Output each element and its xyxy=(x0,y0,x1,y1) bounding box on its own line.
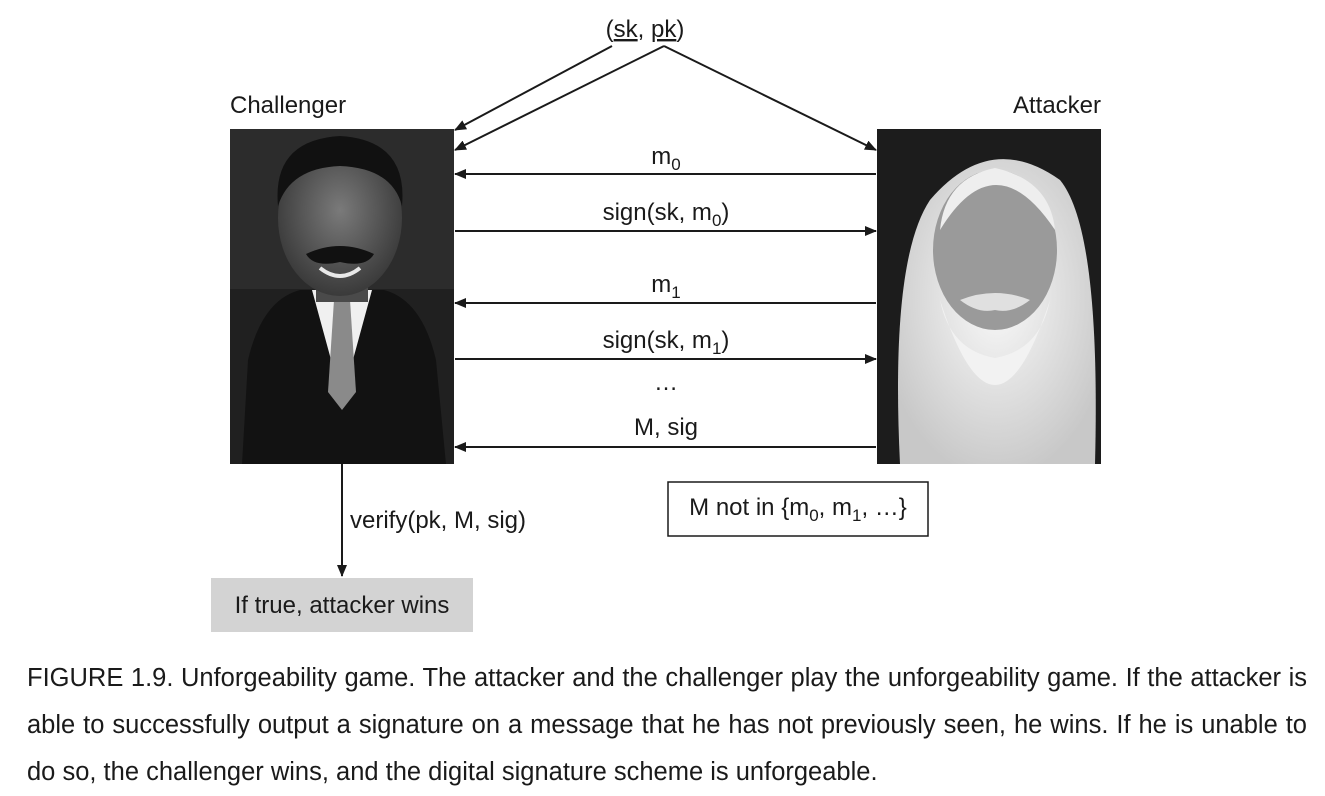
message-label-sign-m0: sign(sk, m0) xyxy=(603,199,730,230)
message-label-sign-m1: sign(sk, m1) xyxy=(603,327,730,358)
result-label: If true, attacker wins xyxy=(235,592,450,619)
message-label-ellipsis: … xyxy=(654,369,678,396)
message-label-m0: m0 xyxy=(651,143,680,174)
keypair-label: (sk, pk) xyxy=(606,16,685,43)
challenger-photo xyxy=(230,129,454,464)
key-arrow-to-challenger-b xyxy=(454,45,665,151)
key-arrow-to-attacker xyxy=(663,45,877,151)
public-key: pk xyxy=(651,16,677,43)
attacker-photo xyxy=(877,129,1101,464)
key-arrow-to-challenger-a xyxy=(454,45,613,131)
unforgeability-diagram: (sk, pk) Challenger Attacker m0 sign(sk,… xyxy=(211,16,1101,632)
message-label-m1: m1 xyxy=(651,271,680,302)
message-label-forgery: M, sig xyxy=(634,414,698,441)
result-box xyxy=(211,578,473,632)
constraint-label: M not in {m0, m1, …} xyxy=(689,494,907,525)
constraint-box xyxy=(667,481,929,537)
secret-key: sk xyxy=(614,16,639,43)
challenger-label: Challenger xyxy=(230,92,346,119)
attacker-label: Attacker xyxy=(1013,92,1101,119)
verify-label: verify(pk, M, sig) xyxy=(350,507,526,534)
figure-caption: FIGURE 1.9. Unforgeability game. The att… xyxy=(27,664,1307,786)
